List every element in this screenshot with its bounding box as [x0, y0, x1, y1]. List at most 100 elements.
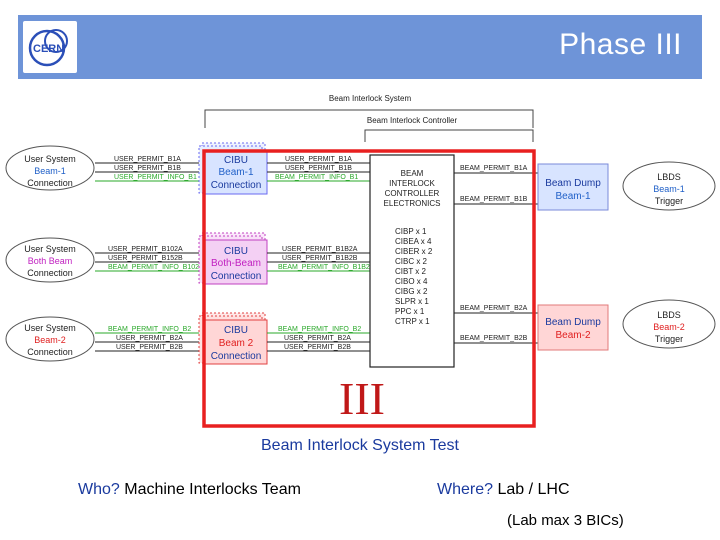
cibu-connection-label: Connection — [211, 271, 262, 282]
user-system-label: User System — [24, 244, 76, 254]
signal-label: USER_PERMIT_B2A — [116, 335, 183, 342]
left-signals-row2: USER_PERMIT_B102A USER_PERMIT_B152B BEAM… — [95, 246, 205, 272]
signal-label: BEAM_PERMIT_INFO_B2 — [108, 326, 191, 333]
signal-label: USER_PERMIT_B1B — [114, 165, 181, 172]
lbds-label: LBDS — [657, 310, 681, 320]
lbds-beam1: LBDS Beam-1 Trigger — [622, 161, 716, 211]
bic-electronics-box: BEAM INTERLOCK CONTROLLER ELECTRONICS CI… — [369, 154, 455, 368]
dump-beam-label: Beam-1 — [555, 191, 590, 202]
signal-label: USER_PERMIT_B1A — [114, 156, 181, 163]
user-system-beam-label: Beam-2 — [34, 335, 66, 345]
cibu-beam2: CIBU Beam 2 Connection — [198, 312, 268, 365]
cibu-beam-label: Beam 2 — [219, 338, 254, 349]
user-system-connection-label: Connection — [27, 178, 73, 188]
cibu-label: CIBU — [224, 325, 248, 336]
cibu-both-beam: CIBU Both-Beam Connection — [198, 232, 268, 285]
bic-component: CIBG x 2 — [395, 287, 428, 296]
where-label: Where? — [437, 481, 494, 498]
title-banner — [18, 15, 702, 79]
bic-component: SLPR x 1 — [395, 297, 429, 306]
phase-highlight-frame — [202, 149, 536, 428]
bic-component: CIBO x 4 — [395, 277, 428, 286]
where-line: Where? Lab / LHC — [437, 481, 570, 499]
dump-beam-label: Beam-2 — [555, 330, 590, 341]
svg-text:CERN: CERN — [33, 43, 64, 55]
signal-label: BEAM_PERMIT_B1B — [460, 196, 528, 203]
signal-label: BEAM_PERMIT_B2B — [460, 335, 528, 342]
mid-signals-row3: BEAM_PERMIT_INFO_B2 USER_PERMIT_B2A USER… — [267, 326, 370, 352]
user-system-beam-label: Both Beam — [28, 256, 73, 266]
cibu-label: CIBU — [224, 246, 248, 257]
cibu-label: CIBU — [224, 155, 248, 166]
signal-label: USER_PERMIT_B1A — [285, 156, 352, 163]
user-system-beam1: User System Beam-1 Connection — [5, 145, 95, 191]
bic-component: CIBER x 2 — [395, 247, 433, 256]
user-system-beam-label: Beam-1 — [34, 166, 66, 176]
controller-label: Beam Interlock Controller — [367, 116, 458, 125]
lab-note: (Lab max 3 BICs) — [507, 512, 624, 529]
signal-label: BEAM_PERMIT_INFO_B1 — [275, 174, 358, 181]
left-signals-row1: USER_PERMIT_B1A USER_PERMIT_B1B USER_PER… — [95, 156, 205, 182]
signal-label: BEAM_PERMIT_INFO_B102 — [108, 264, 199, 271]
bic-component: CTRP x 1 — [395, 317, 430, 326]
lbds-trigger-label: Trigger — [655, 334, 683, 344]
bic-title-line: ELECTRONICS — [384, 199, 441, 208]
signal-label: USER_PERMIT_B2B — [284, 344, 351, 351]
signal-label: BEAM_PERMIT_B1A — [460, 165, 528, 172]
phase-numeral: III — [339, 373, 385, 424]
mid-signals-row1: USER_PERMIT_B1A USER_PERMIT_B1B BEAM_PER… — [267, 156, 370, 182]
beam-dump-beam1: Beam Dump Beam-1 — [537, 163, 609, 211]
bic-component: CIBEA x 4 — [395, 237, 432, 246]
bic-title-line: INTERLOCK — [389, 179, 435, 188]
bic-component: CIBP x 1 — [395, 227, 427, 236]
slide-title: Phase III — [559, 28, 682, 61]
signal-label: USER_PERMIT_B1B2B — [282, 255, 358, 262]
dump-label: Beam Dump — [545, 317, 601, 328]
cibu-beam-label: Both-Beam — [211, 258, 261, 269]
diagram-caption: Beam Interlock System Test — [261, 437, 459, 454]
who-label: Who? — [78, 481, 120, 498]
user-system-connection-label: Connection — [27, 268, 73, 278]
signal-label: USER_PERMIT_B2A — [284, 335, 351, 342]
bic-title-line: BEAM — [401, 169, 424, 178]
signal-label: USER_PERMIT_B102A — [108, 246, 183, 253]
beam-dump-beam2: Beam Dump Beam-2 — [537, 304, 609, 351]
lbds-trigger-label: Trigger — [655, 196, 683, 206]
bic-component: CIBT x 2 — [395, 267, 427, 276]
user-system-beam2: User System Beam-2 Connection — [5, 316, 95, 362]
user-system-connection-label: Connection — [27, 347, 73, 357]
who-line: Who? Machine Interlocks Team — [78, 481, 301, 499]
lbds-beam-label: Beam-1 — [653, 184, 685, 194]
where-value: Lab / LHC — [493, 481, 570, 498]
lbds-beam-label: Beam-2 — [653, 322, 685, 332]
bic-title-line: CONTROLLER — [385, 189, 440, 198]
signal-label: USER_PERMIT_B1B — [285, 165, 352, 172]
user-system-both-beam: User System Both Beam Connection — [5, 237, 95, 283]
signal-label: BEAM_PERMIT_B2A — [460, 305, 528, 312]
cern-logo-icon: CERN — [28, 29, 68, 67]
who-value: Machine Interlocks Team — [119, 481, 301, 498]
user-system-label: User System — [24, 323, 76, 333]
signal-label: USER_PERMIT_B1B2A — [282, 246, 358, 253]
user-system-label: User System — [24, 154, 76, 164]
cibu-beam-label: Beam-1 — [218, 167, 253, 178]
bic-component: PPC x 1 — [395, 307, 425, 316]
signal-label: USER_PERMIT_B2B — [116, 344, 183, 351]
system-label: Beam Interlock System — [329, 94, 412, 103]
left-signals-row3: BEAM_PERMIT_INFO_B2 USER_PERMIT_B2A USER… — [95, 326, 205, 352]
system-bracket — [204, 109, 534, 128]
mid-signals-row2: USER_PERMIT_B1B2A USER_PERMIT_B1B2B BEAM… — [267, 246, 370, 272]
cibu-connection-label: Connection — [211, 351, 262, 362]
cern-logo: CERN — [23, 21, 77, 73]
signal-label: USER_PERMIT_B152B — [108, 255, 183, 262]
right-signals: BEAM_PERMIT_B1A BEAM_PERMIT_B1B BEAM_PER… — [454, 165, 538, 344]
bic-component: CIBC x 2 — [395, 257, 428, 266]
lbds-beam2: LBDS Beam-2 Trigger — [622, 299, 716, 349]
lbds-label: LBDS — [657, 172, 681, 182]
signal-label: BEAM_PERMIT_INFO_B1B2 — [278, 264, 370, 271]
signal-label: BEAM_PERMIT_INFO_B2 — [278, 326, 361, 333]
signal-label: USER_PERMIT_INFO_B1 — [114, 174, 197, 181]
cibu-connection-label: Connection — [211, 180, 262, 191]
dump-label: Beam Dump — [545, 178, 601, 189]
